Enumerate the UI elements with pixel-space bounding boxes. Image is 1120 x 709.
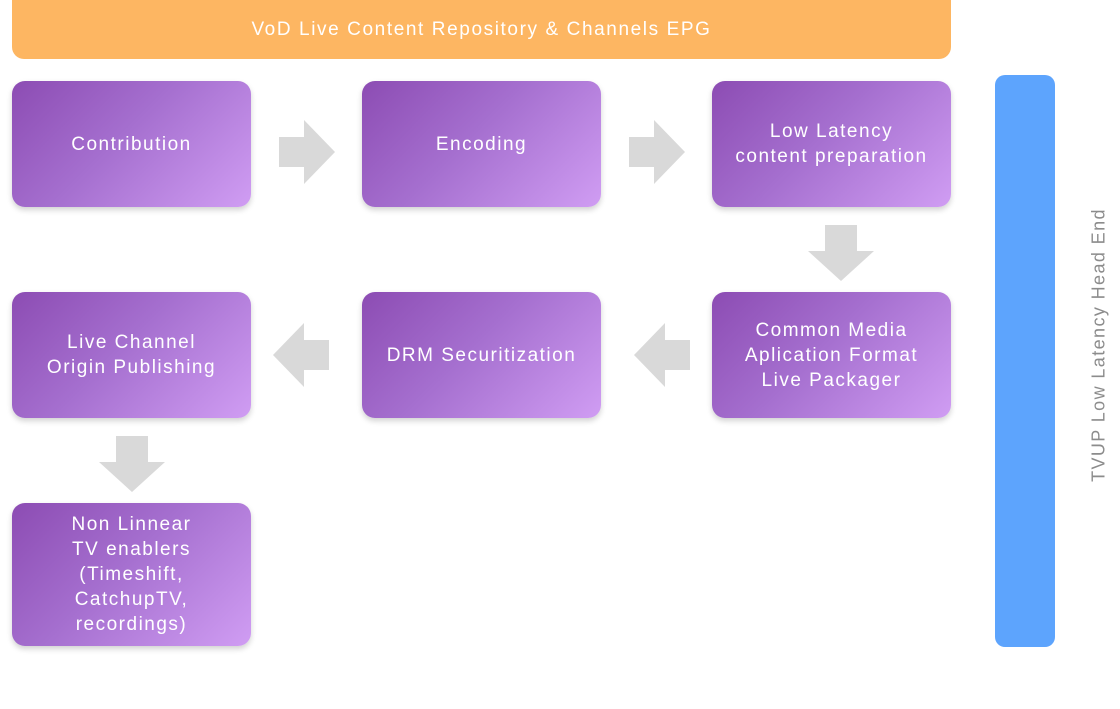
top-banner: VoD Live Content Repository & Channels E… — [12, 0, 951, 59]
step-non-linear-tv-enablers: Non Linnear TV enablers (Timeshift, Catc… — [12, 503, 251, 646]
arrow-down-icon — [99, 436, 165, 492]
step-encoding: Encoding — [362, 81, 601, 207]
step-drm-securitization: DRM Securitization — [362, 292, 601, 418]
arrow-right-icon — [279, 120, 335, 184]
arrow-right-icon — [629, 120, 685, 184]
step-cmaf-live-packager: Common Media Aplication Format Live Pack… — [712, 292, 951, 418]
step-contribution: Contribution — [12, 81, 251, 207]
arrow-left-icon — [273, 323, 329, 387]
head-end-label: TVUP Low Latency Head End — [1088, 208, 1109, 482]
step-low-latency-preparation: Low Latency content preparation — [712, 81, 951, 207]
banner-label: VoD Live Content Repository & Channels E… — [251, 18, 712, 40]
arrow-down-icon — [808, 225, 874, 281]
head-end-bar — [995, 75, 1055, 647]
step-live-channel-origin-publishing: Live Channel Origin Publishing — [12, 292, 251, 418]
arrow-left-icon — [634, 323, 690, 387]
